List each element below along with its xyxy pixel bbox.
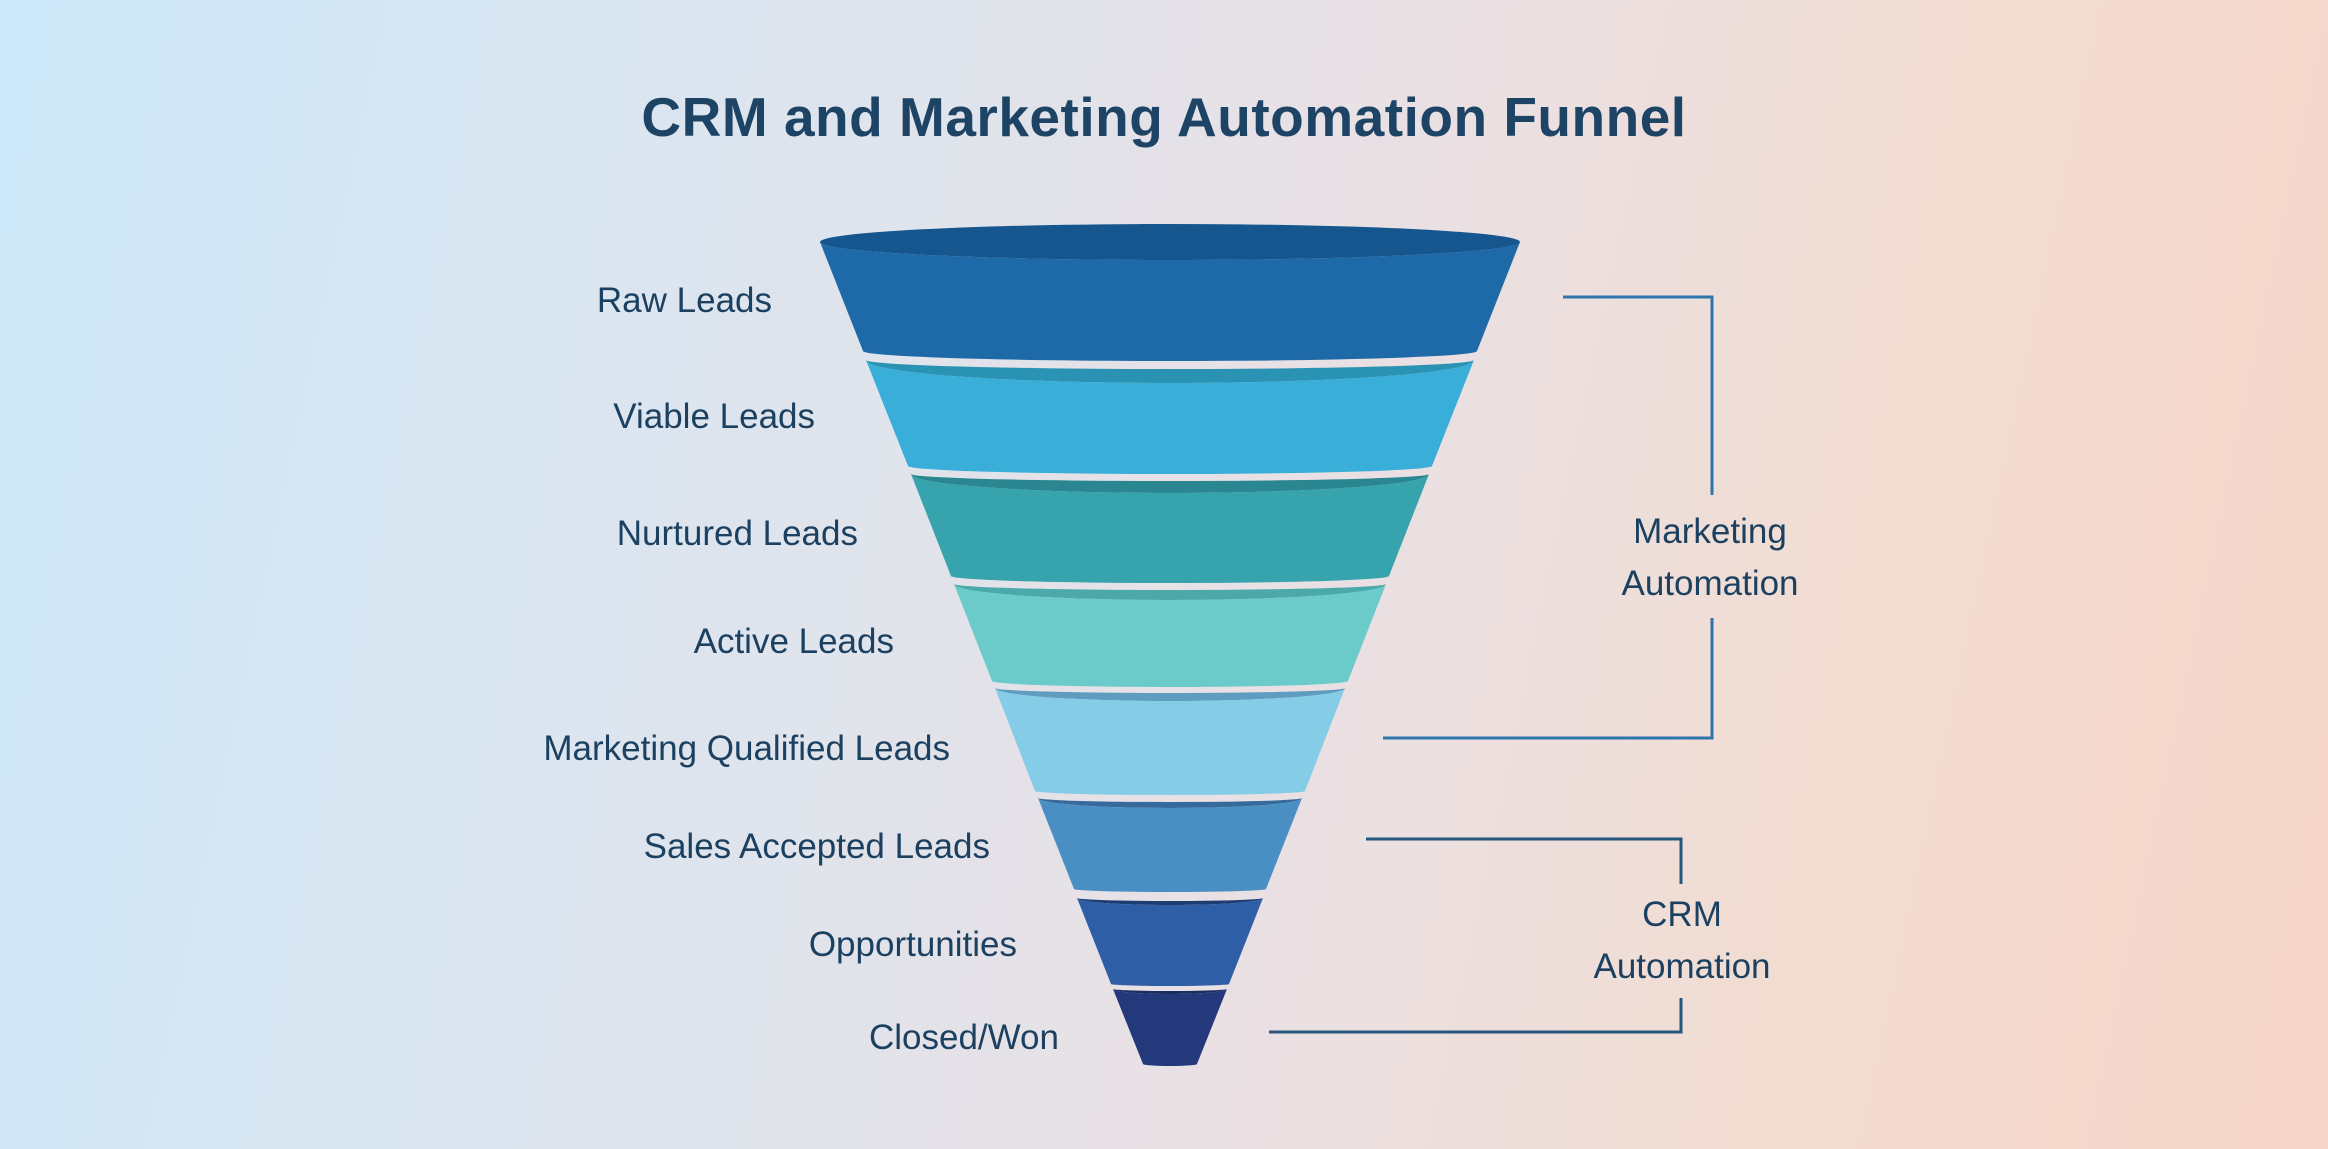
marketing-bracket-bottom-line xyxy=(1383,618,1714,740)
opportunities-rim xyxy=(1077,898,1263,905)
viable-leads-body xyxy=(866,360,1474,474)
stage-label-sales-accepted-leads: Sales Accepted Leads xyxy=(643,827,990,866)
marketing-bracket-top-line xyxy=(1563,295,1714,495)
funnel-stage-raw-leads xyxy=(820,224,1520,361)
stage-label-nurtured-leads: Nurtured Leads xyxy=(616,514,858,553)
marketing-automation-bracket xyxy=(1383,295,1714,740)
funnel-stage-sales-accepted-leads xyxy=(1038,798,1302,892)
nurtured-leads-body xyxy=(911,474,1429,583)
closed-won-rim xyxy=(1113,989,1227,994)
viable-leads-rim xyxy=(866,360,1474,383)
marketing-qualified-leads-body xyxy=(995,688,1345,795)
crm-automation-bracket xyxy=(1269,837,1683,1034)
marketing-automation-label: Marketing Automation xyxy=(1510,506,1910,610)
sales-accepted-leads-rim xyxy=(1038,798,1302,808)
raw-leads-body xyxy=(820,242,1520,361)
stage-label-viable-leads: Viable Leads xyxy=(613,397,815,436)
marketing-qualified-leads-rim xyxy=(995,688,1345,701)
crm-bracket-bottom-line xyxy=(1269,998,1683,1034)
active-leads-rim xyxy=(954,584,1386,600)
nurtured-leads-rim xyxy=(911,474,1429,493)
marketing-automation-label-line2: Automation xyxy=(1621,564,1799,603)
closed-won-body xyxy=(1113,989,1227,1066)
funnel-stage-viable-leads xyxy=(866,360,1474,474)
funnel-stage-marketing-qualified-leads xyxy=(995,688,1345,795)
crm-automation-label: CRM Automation xyxy=(1482,889,1882,993)
funnel-stage-active-leads xyxy=(954,584,1386,687)
crm-automation-label-line1: CRM xyxy=(1642,895,1722,934)
page-title: CRM and Marketing Automation Funnel xyxy=(641,86,1687,148)
opportunities-body xyxy=(1077,898,1263,986)
raw-leads-rim xyxy=(820,224,1520,260)
funnel-stage-nurtured-leads xyxy=(911,474,1429,583)
crm-bracket-top-line xyxy=(1366,837,1683,884)
stage-label-opportunities: Opportunities xyxy=(808,925,1017,964)
crm-automation-label-line2: Automation xyxy=(1593,947,1771,986)
active-leads-body xyxy=(954,584,1386,687)
stage-label-marketing-qualified-leads: Marketing Qualified Leads xyxy=(543,729,950,768)
funnel-stage-closed-won xyxy=(1113,989,1227,1066)
sales-accepted-leads-body xyxy=(1038,798,1302,892)
funnel-stage-opportunities xyxy=(1077,898,1263,986)
stage-label-closed-won: Closed/Won xyxy=(868,1018,1059,1057)
stage-label-active-leads: Active Leads xyxy=(693,622,894,661)
marketing-automation-label-line1: Marketing xyxy=(1633,512,1787,551)
stage-label-raw-leads: Raw Leads xyxy=(596,281,772,320)
